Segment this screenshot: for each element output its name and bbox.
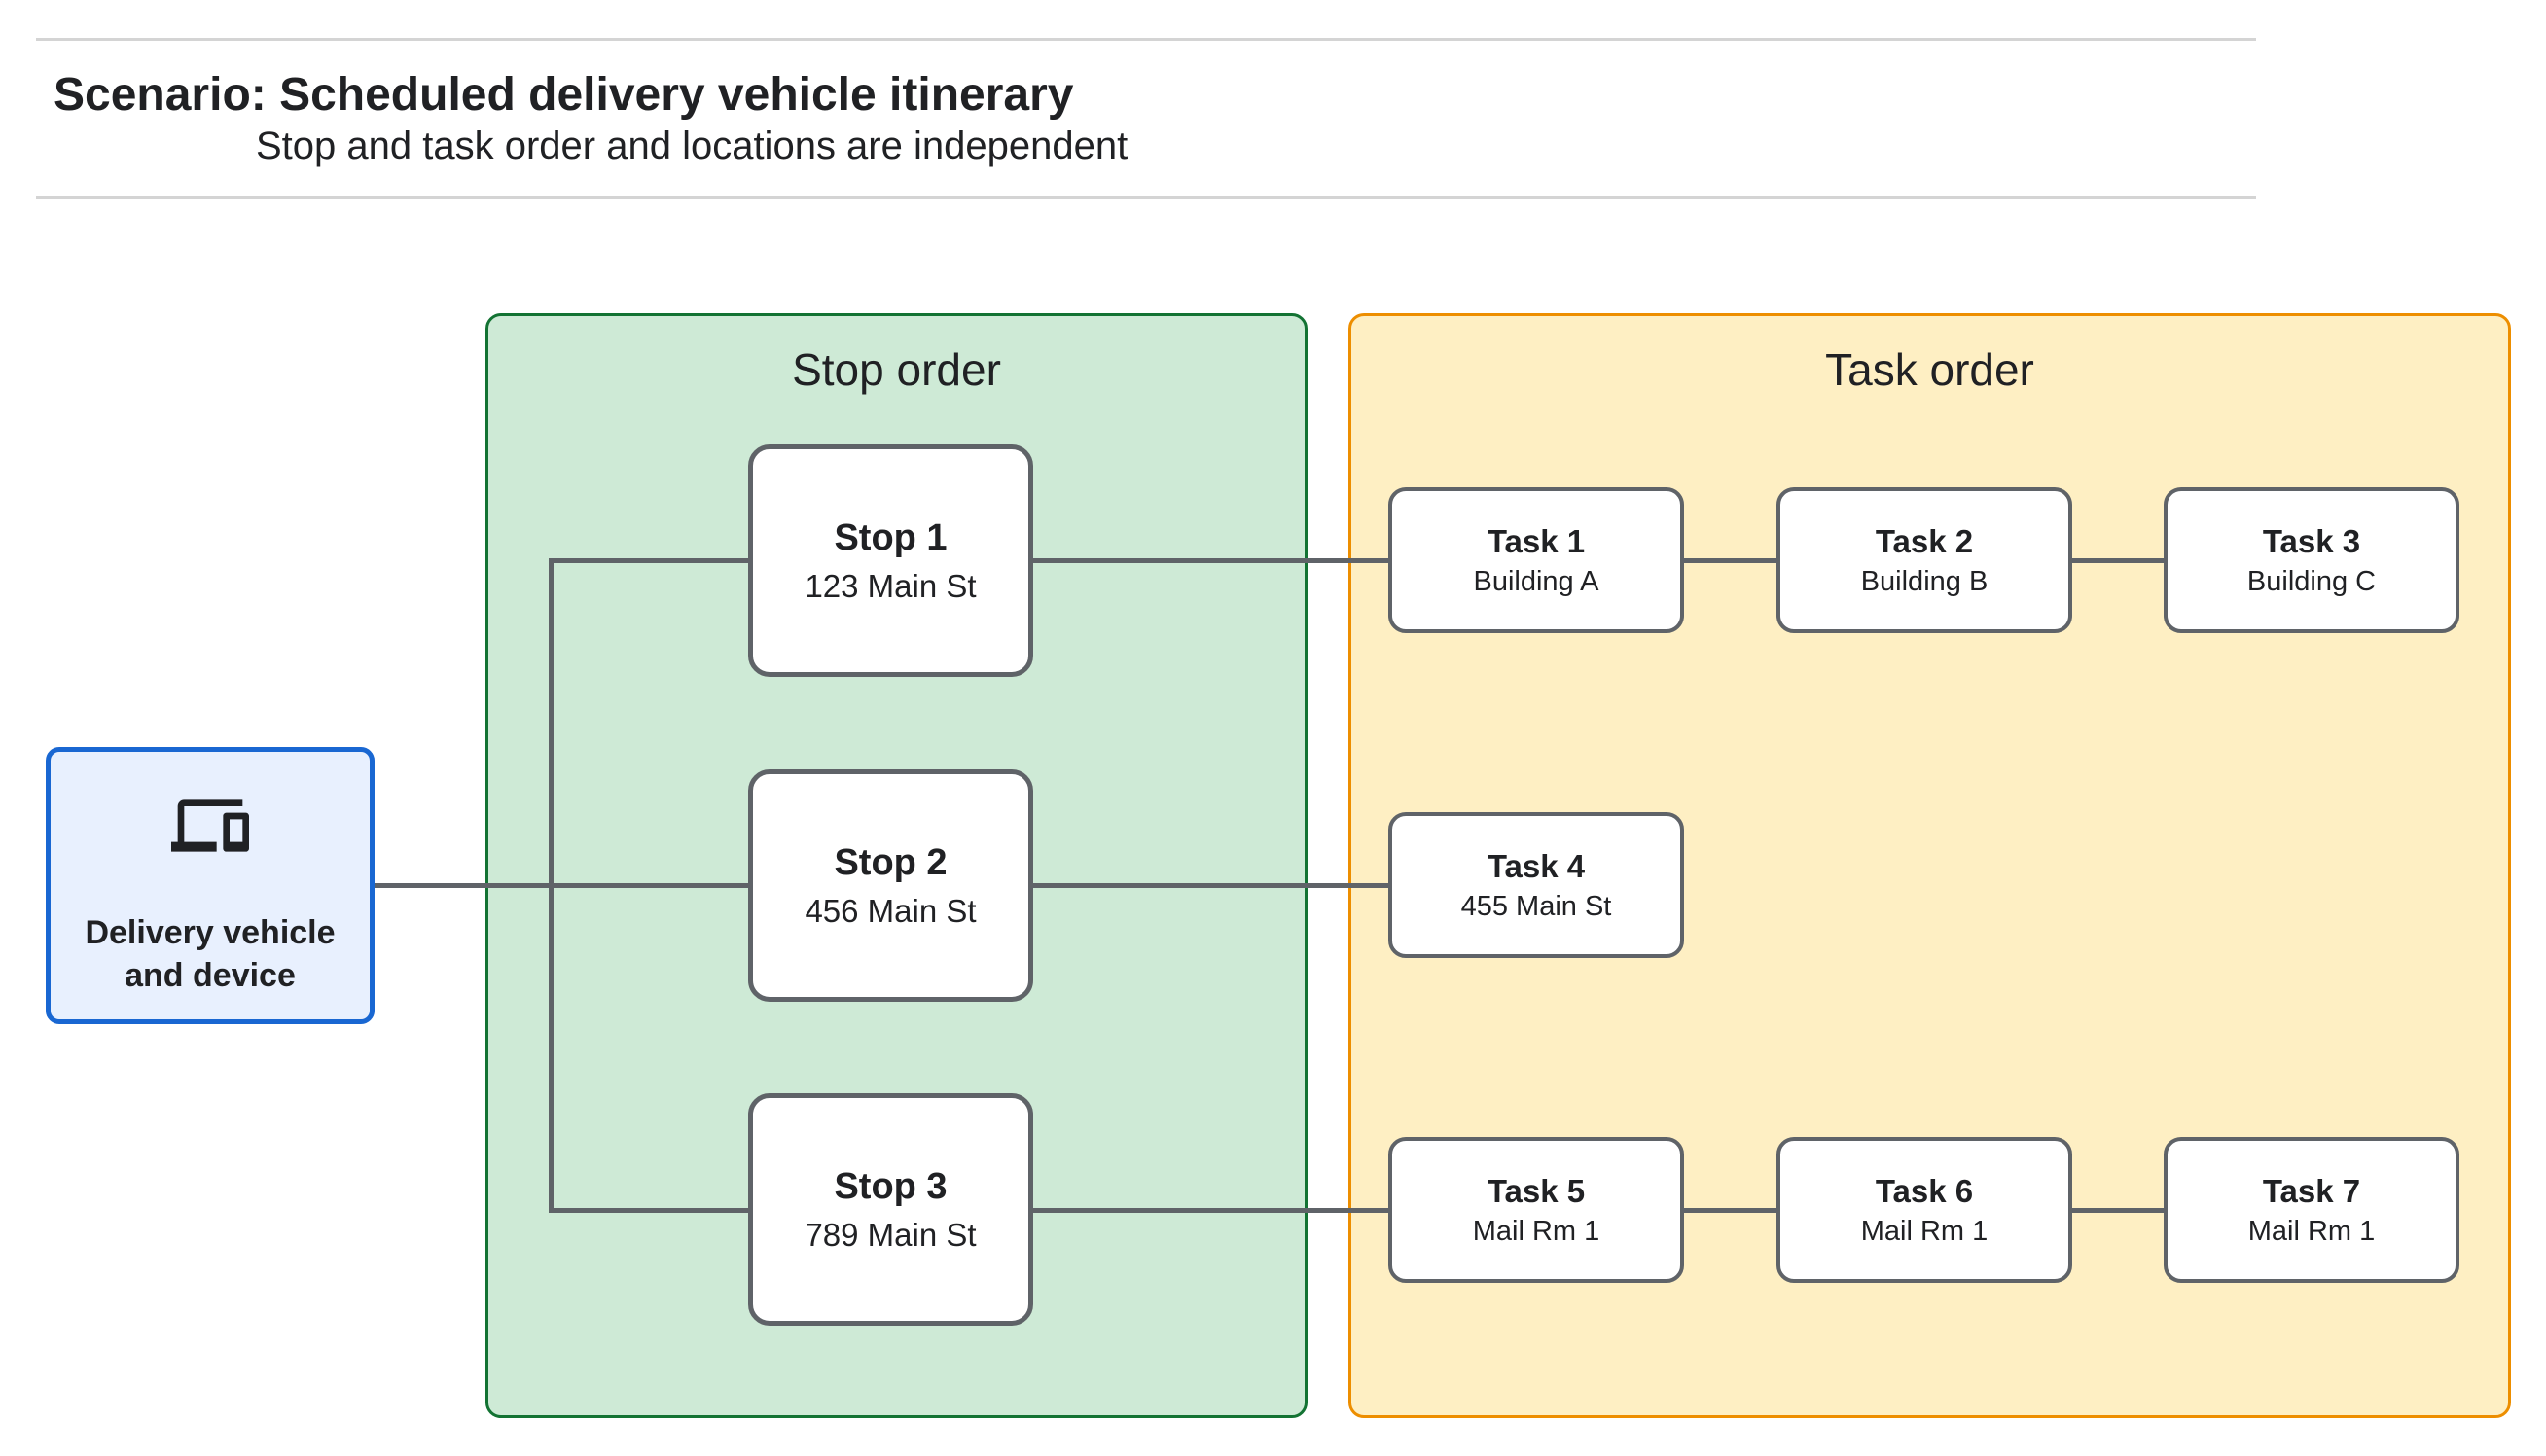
task-3-node: Task 3 Building C [2164,487,2459,633]
connector-task1-task2 [1682,558,1779,563]
connector-task5-task6 [1682,1208,1779,1213]
task-6-node: Task 6 Mail Rm 1 [1776,1137,2072,1283]
task-4-location: 455 Main St [1460,890,1612,922]
task-5-title: Task 5 [1487,1172,1586,1209]
connector-branch-stop1 [549,558,752,563]
stop-3-address: 789 Main St [805,1216,977,1253]
task-2-node: Task 2 Building B [1776,487,2072,633]
connector-vehicle-to-stops [375,883,750,888]
connector-task6-task7 [2069,1208,2167,1213]
page-title: Scenario: Scheduled delivery vehicle iti… [54,69,1074,121]
task-7-title: Task 7 [2262,1172,2361,1209]
task-7-node: Task 7 Mail Rm 1 [2164,1137,2459,1283]
task-1-node: Task 1 Building A [1388,487,1684,633]
task-3-title: Task 3 [2262,522,2361,559]
stop-1-address: 123 Main St [805,567,977,604]
task-order-panel-title: Task order [1825,344,2034,395]
task-7-location: Mail Rm 1 [2247,1215,2376,1247]
delivery-vehicle-label: Delivery vehicle and device [85,914,336,995]
connector-stop3-task5 [1029,1208,1391,1213]
connector-stop1-task1 [1029,558,1391,563]
stop-1-title: Stop 1 [834,516,948,558]
devices-icon [171,787,249,865]
task-1-title: Task 1 [1487,522,1586,559]
task-5-node: Task 5 Mail Rm 1 [1388,1137,1684,1283]
stop-2-node: Stop 2 456 Main St [748,769,1033,1002]
top-divider [36,38,2256,41]
connector-branch-stop3 [549,1208,752,1213]
stop-order-panel-title: Stop order [792,344,1001,395]
task-2-location: Building B [1860,565,1989,597]
task-1-location: Building A [1473,565,1599,597]
task-4-title: Task 4 [1487,847,1586,884]
stop-1-node: Stop 1 123 Main St [748,444,1033,677]
stop-2-address: 456 Main St [805,892,977,929]
stop-3-node: Stop 3 789 Main St [748,1093,1033,1326]
task-3-location: Building C [2246,565,2377,597]
bottom-divider [36,196,2256,199]
stop-2-title: Stop 2 [834,841,948,883]
task-4-node: Task 4 455 Main St [1388,812,1684,958]
delivery-vehicle-node: Delivery vehicle and device [46,747,375,1024]
task-6-title: Task 6 [1875,1172,1974,1209]
task-6-location: Mail Rm 1 [1860,1215,1989,1247]
task-5-location: Mail Rm 1 [1472,1215,1600,1247]
task-2-title: Task 2 [1875,522,1974,559]
stop-3-title: Stop 3 [834,1165,948,1207]
connector-task2-task3 [2069,558,2167,563]
connector-stop2-task4 [1029,883,1391,888]
page-subtitle: Stop and task order and locations are in… [256,124,1129,167]
connector-trunk-vertical [549,558,554,1213]
